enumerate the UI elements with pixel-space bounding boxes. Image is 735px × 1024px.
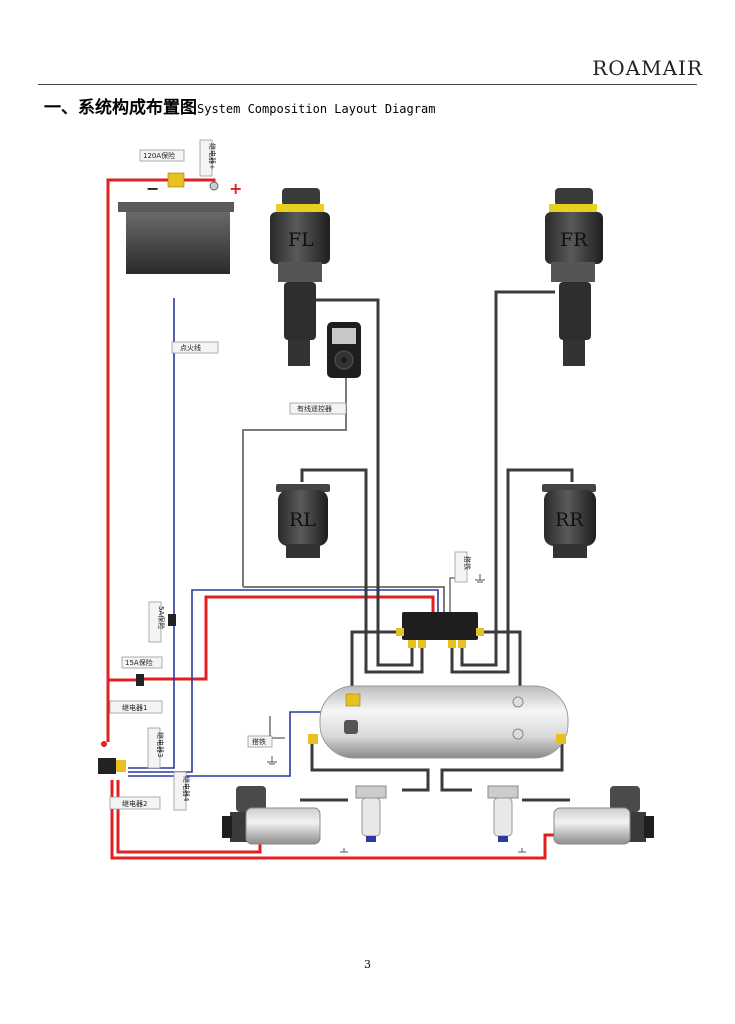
label-fuse-15a: 15A保险	[125, 658, 153, 667]
label-ignition: 点火线	[180, 343, 201, 352]
compressor-right	[553, 786, 654, 845]
compressor-right-power	[345, 833, 560, 860]
fuse-120a	[167, 172, 185, 188]
compressor-left-power-2	[116, 780, 262, 854]
battery: − +	[118, 172, 242, 274]
pressure-switch-wire	[128, 711, 325, 777]
label-fuse-120a: 120A保险	[143, 151, 175, 160]
title-chinese: 一、系统构成布置图	[44, 98, 197, 118]
main-power-wire	[106, 178, 170, 742]
tag-fuse-120a: 120A保险	[139, 149, 185, 162]
tank-to-valve-right	[478, 630, 522, 688]
compressor-left	[222, 786, 321, 845]
fuse-5a	[168, 614, 176, 626]
power-wiring	[106, 178, 560, 860]
tag-fuse-5a: 5A保险	[148, 601, 166, 643]
pressure-switch	[344, 720, 358, 734]
header-rule	[38, 84, 697, 85]
valve-block	[396, 612, 484, 648]
tag-ground-tank: 搭铁	[247, 735, 273, 748]
fuse-15a-wire	[106, 678, 140, 742]
label-relay4: 继电器4	[182, 776, 191, 802]
remote-cable-to-valve	[243, 586, 445, 612]
wired-remote	[327, 322, 361, 378]
label-ground-tank: 搭铁	[252, 737, 266, 746]
rr-air-line	[450, 468, 574, 674]
water-filter-left	[355, 785, 387, 842]
tank-port-left	[308, 734, 318, 744]
label-relay2: 继电器2	[122, 799, 147, 808]
relay-cluster	[98, 741, 126, 774]
title-english: System Composition Layout Diagram	[197, 102, 436, 116]
tag-fuse-15a: 15A保险	[121, 656, 163, 669]
page-title: 一、系统构成布置图System Composition Layout Diagr…	[44, 93, 435, 118]
battery-plus-sign: +	[229, 179, 242, 198]
strut-front-right: FR	[545, 188, 603, 366]
label-fuse-5a: 5A保险	[157, 606, 166, 629]
airbag-rear-left: RL	[276, 484, 330, 558]
rl-air-line	[300, 468, 424, 674]
fr-air-line	[460, 290, 555, 667]
battery-minus-sign: −	[146, 179, 159, 198]
tag-ignition: 点火线	[171, 341, 219, 354]
label-ground-valve: 搭铁	[463, 556, 472, 570]
signal-wiring	[128, 298, 439, 777]
tag-relay1: 继电器1	[109, 700, 163, 714]
tag-relay4: 继电器4	[173, 771, 191, 811]
label-relay3: 继电器3	[156, 732, 165, 757]
label-relay-plus: 继电器+	[208, 143, 217, 170]
ground-symbols	[267, 574, 526, 853]
airbag-rear-right: RR	[542, 484, 596, 558]
strut-front-left: FL	[270, 188, 330, 366]
fl-air-line	[314, 298, 414, 667]
ignition-wire	[128, 298, 175, 769]
battery-terminal	[209, 181, 219, 191]
label-relay1: 继电器1	[122, 703, 147, 712]
wheel-label-rl: RL	[289, 509, 316, 531]
tag-ground-valve: 搭铁	[454, 551, 472, 583]
tank-ground-wire	[269, 716, 285, 739]
wheel-label-fr: FR	[560, 229, 588, 251]
tank-port-top	[345, 693, 361, 707]
air-tank	[308, 685, 569, 759]
fuse-15a	[136, 674, 144, 686]
tag-relay3: 继电器3	[147, 727, 165, 769]
tank-to-valve-left	[350, 630, 398, 700]
tag-relay-plus: 继电器+	[199, 139, 217, 177]
brand-logo: ROAMAIR	[592, 56, 703, 80]
tag-relay2: 继电器2	[109, 796, 161, 810]
water-filter-right	[487, 785, 519, 842]
page-number: 3	[364, 958, 371, 971]
wheel-label-fl: FL	[288, 229, 314, 251]
relay-power-wire	[140, 595, 435, 681]
tank-to-filter-right	[440, 740, 564, 792]
tag-remote: 有线遥控器	[289, 402, 347, 415]
label-remote: 有线遥控器	[297, 404, 332, 413]
tank-port-right	[556, 734, 566, 744]
wheel-label-rr: RR	[555, 509, 584, 531]
tank-to-filter-left	[310, 740, 430, 792]
control-signal-wire	[128, 589, 439, 773]
